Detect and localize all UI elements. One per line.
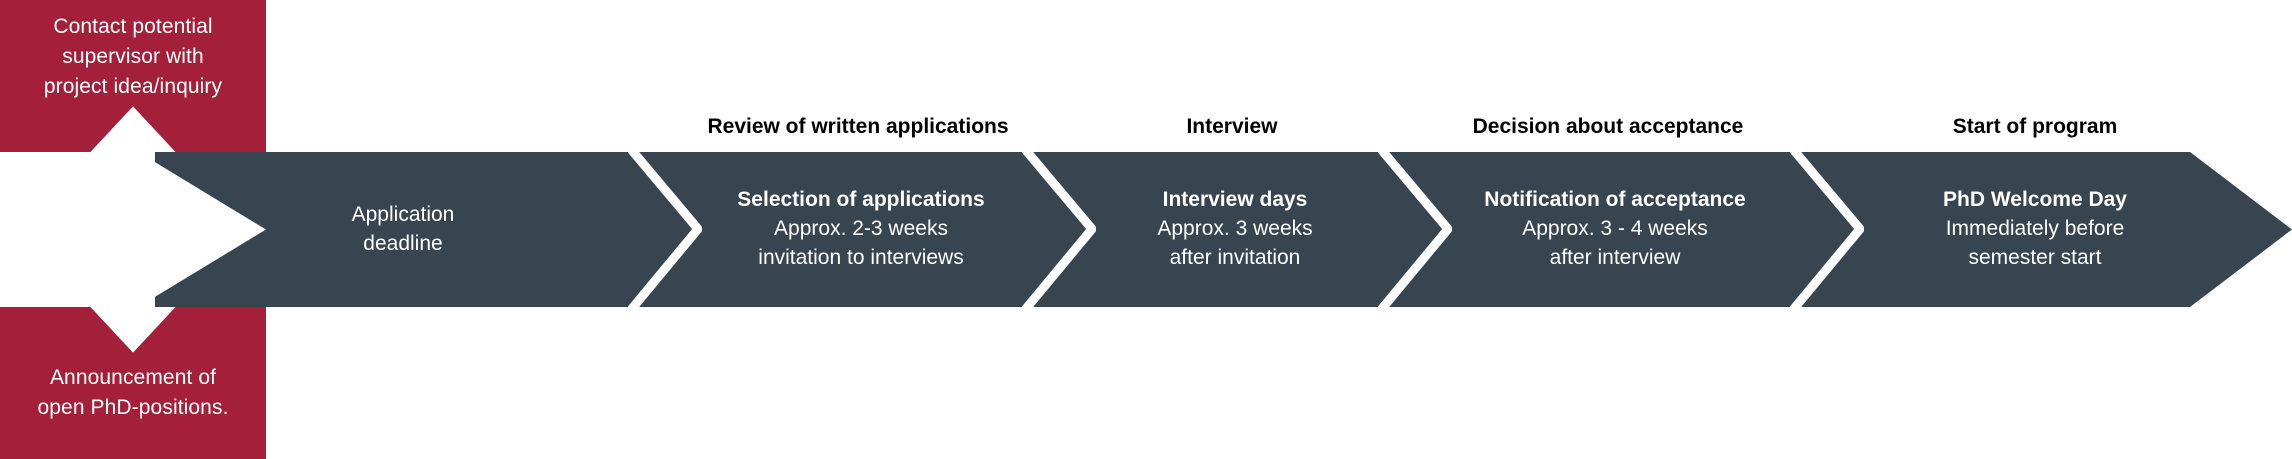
stage-5-line-2: semester start [1968, 245, 2102, 269]
stage-body-notification-of-acceptance: Notification of acceptance Approx. 3 - 4… [1390, 152, 1840, 307]
stage-header-interview: Interview [1186, 115, 1278, 138]
stage-4-title: Notification of acceptance [1484, 188, 1746, 212]
stage-2-title: Selection of applications [737, 188, 985, 212]
side-block-top-line-1: Contact potential [53, 15, 213, 38]
stage-3-line-2: after invitation [1169, 245, 1301, 269]
side-block-contact-supervisor: Contact potential supervisor with projec… [0, 0, 266, 152]
side-block-bottom-line-1: Announcement of [49, 366, 217, 389]
side-block-top-line-3: project idea/inquiry [43, 74, 223, 98]
side-block-top-text: Contact potential supervisor with projec… [0, 12, 266, 101]
stage-body-interview-days: Interview days Approx. 3 weeks after inv… [1030, 152, 1440, 307]
stage-2-line-1: Approx. 2-3 weeks [774, 217, 948, 241]
stage-4-line-1: Approx. 3 - 4 weeks [1522, 217, 1708, 241]
stage-2-line-2: invitation to interviews [758, 245, 964, 269]
side-block-announcement-positions: Announcement of open PhD-positions. [0, 307, 266, 459]
stage-5-title: PhD Welcome Day [1942, 188, 2127, 212]
stage-1-line-2: deadline [363, 231, 443, 255]
stage-3-line-1: Approx. 3 weeks [1157, 217, 1313, 241]
stage-3-title: Interview days [1162, 188, 1308, 212]
stage-header-start: Start of program [1952, 115, 2118, 138]
stage-5-line-1: Immediately before [1945, 217, 2125, 241]
stage-body-application-deadline: Application deadline [168, 152, 638, 307]
process-arrow-bar [155, 152, 2292, 307]
stage-4-line-2: after interview [1549, 245, 1681, 269]
side-block-bottom-line-2: open PhD-positions. [37, 395, 229, 419]
side-block-bottom-text: Announcement of open PhD-positions. [0, 363, 266, 423]
stage-header-review: Review of written applications [707, 115, 1009, 138]
stage-1-line-1: Application [351, 202, 455, 226]
stage-body-selection-of-applications: Selection of applications Approx. 2-3 we… [636, 152, 1086, 307]
stage-header-decision: Decision about acceptance [1472, 115, 1744, 138]
stage-body-phd-welcome-day: PhD Welcome Day Immediately before semes… [1800, 152, 2270, 307]
side-block-top-line-2: supervisor with [62, 44, 204, 68]
